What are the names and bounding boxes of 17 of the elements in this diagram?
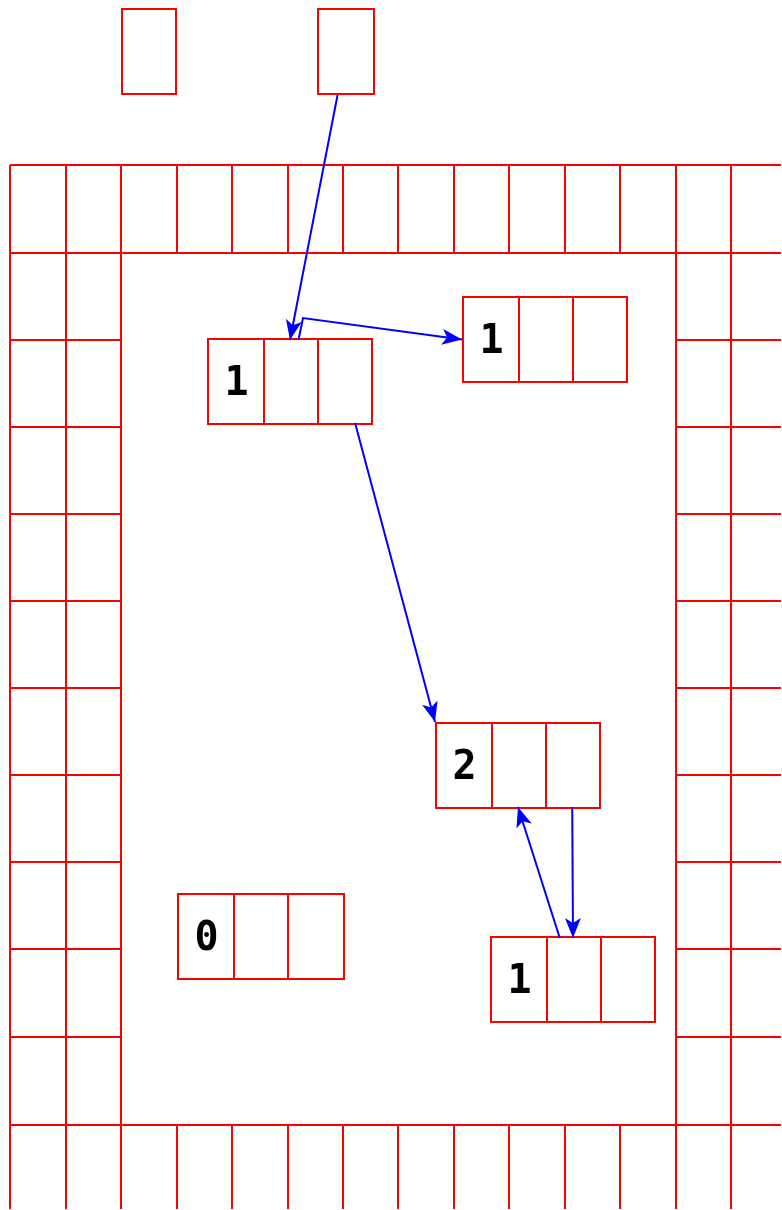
count-digit: 1 (223, 357, 250, 406)
count-digit: 2 (451, 741, 478, 790)
pointer-cell (317, 8, 375, 95)
record-box (177, 893, 345, 980)
arrow (285, 94, 339, 341)
pointer-cell (121, 8, 177, 95)
arrow (564, 806, 581, 939)
record-box (490, 936, 656, 1023)
count-digit: 1 (478, 315, 505, 364)
record-box (462, 296, 628, 383)
count-digit: 1 (506, 955, 533, 1004)
record-box (435, 722, 601, 809)
arrow (354, 422, 438, 723)
arrow (516, 806, 561, 939)
arrow (297, 316, 463, 345)
count-digit: 0 (193, 912, 220, 961)
record-box (207, 338, 373, 425)
